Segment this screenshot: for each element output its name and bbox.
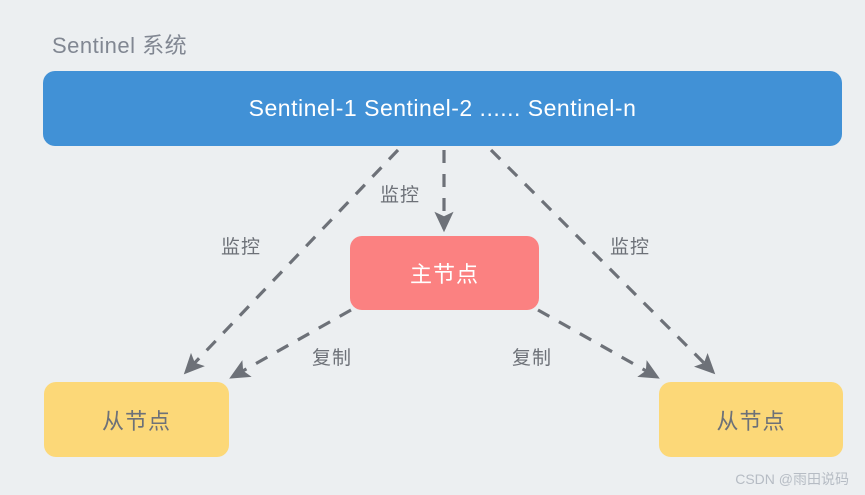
node-replica-right[interactable]: 从节点 [659, 382, 843, 457]
edge-monitor-left [183, 148, 400, 375]
edge-monitor-right [489, 148, 716, 375]
edge-label-monitor-right: 监控 [610, 237, 651, 258]
edge-label-monitor-master: 监控 [380, 185, 421, 206]
node-sentinel-cluster-label: Sentinel-1 Sentinel-2 ...... Sentinel-n [248, 95, 637, 121]
node-replica-right-label: 从节点 [716, 408, 786, 434]
edge-label-replicate-right: 复制 [512, 348, 553, 369]
node-master[interactable]: 主节点 [350, 236, 539, 310]
edge-replicate-right [537, 308, 660, 379]
node-sentinel-cluster[interactable]: Sentinel-1 Sentinel-2 ...... Sentinel-n [43, 71, 842, 146]
node-replica-left[interactable]: 从节点 [44, 382, 229, 457]
node-replica-left-label: 从节点 [101, 408, 171, 434]
edge-label-monitor-left: 监控 [221, 237, 262, 258]
watermark: CSDN @雨田说码 [735, 471, 849, 487]
page-title: Sentinel 系统 [52, 33, 188, 58]
edge-label-replicate-left: 复制 [312, 348, 353, 369]
node-master-label: 主节点 [409, 262, 479, 287]
